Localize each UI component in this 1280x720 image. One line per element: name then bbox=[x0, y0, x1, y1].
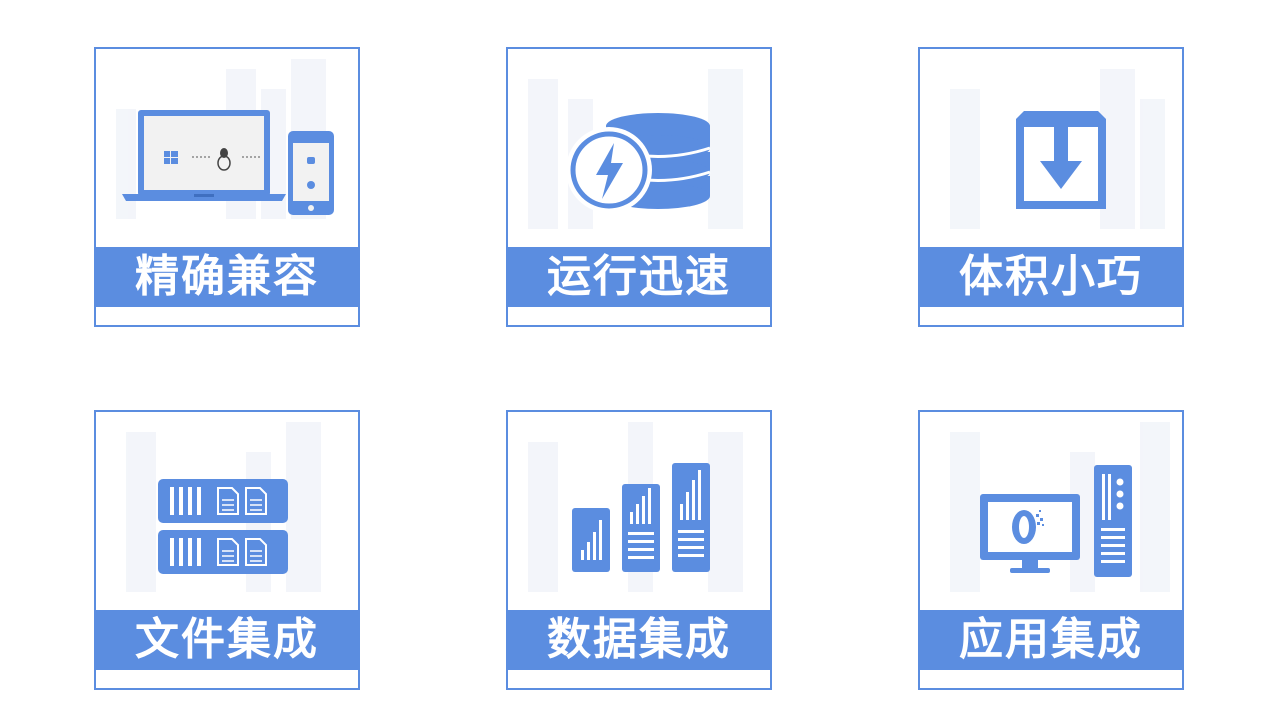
card-label: 文件集成 bbox=[96, 610, 358, 670]
feature-card-file-integration: 文件集成 bbox=[94, 410, 360, 690]
card-label: 体积小巧 bbox=[920, 247, 1182, 307]
download-package-icon bbox=[920, 49, 1182, 247]
feature-card-compatibility: 精确兼容 bbox=[94, 47, 360, 327]
card-label: 数据集成 bbox=[508, 610, 770, 670]
card-label: 运行迅速 bbox=[508, 247, 770, 307]
feature-card-data-integration: 数据集成 bbox=[506, 410, 772, 690]
fast-database-icon bbox=[508, 49, 770, 247]
data-integration-icon bbox=[508, 412, 770, 610]
card-label: 应用集成 bbox=[920, 610, 1182, 670]
card-label: 精确兼容 bbox=[96, 247, 358, 307]
feature-card-speed: 运行迅速 bbox=[506, 47, 772, 327]
feature-card-app-integration: 应用集成 bbox=[918, 410, 1184, 690]
devices-compat-icon bbox=[96, 49, 358, 247]
file-integration-icon bbox=[96, 412, 358, 610]
app-integration-icon bbox=[920, 412, 1182, 610]
feature-card-small-size: 体积小巧 bbox=[918, 47, 1184, 327]
